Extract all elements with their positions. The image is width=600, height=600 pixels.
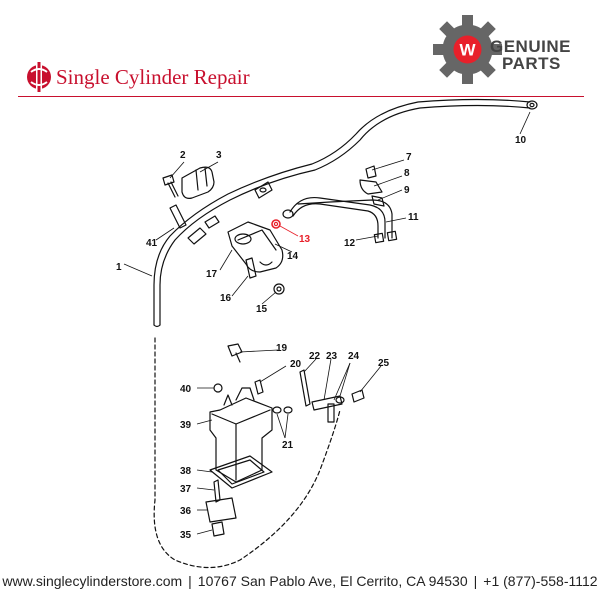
callout-1: 1 bbox=[116, 262, 122, 273]
screw-part-25 bbox=[351, 389, 365, 403]
brand: Single Cylinder Repair bbox=[26, 57, 250, 97]
rod-part-24 bbox=[327, 403, 335, 423]
spacer-part-35 bbox=[211, 521, 225, 537]
footer: www.singlecylinderstore.com | 10767 San Pa… bbox=[0, 573, 600, 589]
pump-reference-outline bbox=[153, 337, 341, 569]
fitting-part-19 bbox=[227, 343, 243, 357]
tube-part-23 bbox=[311, 395, 343, 411]
rod-part-22 bbox=[299, 369, 311, 407]
callout-15: 15 bbox=[256, 304, 268, 315]
fuel-line bbox=[159, 104, 531, 326]
callout-38: 38 bbox=[180, 466, 192, 477]
callout-21: 21 bbox=[282, 440, 294, 451]
callout-20: 20 bbox=[290, 359, 302, 370]
callout-16: 16 bbox=[220, 293, 232, 304]
footer-separator: | bbox=[188, 573, 192, 589]
callout-12: 12 bbox=[344, 238, 356, 249]
gasket-part-38 bbox=[209, 455, 273, 489]
gear-icon: W bbox=[433, 15, 502, 84]
highlighted-part-13 bbox=[271, 219, 281, 229]
callout-17: 17 bbox=[206, 269, 218, 280]
callout-7: 7 bbox=[406, 152, 412, 163]
pump-body-39 bbox=[209, 397, 273, 483]
part-16 bbox=[245, 257, 257, 279]
bracket-part-36 bbox=[205, 497, 237, 523]
washer-part-15 bbox=[273, 283, 285, 295]
callout-8: 8 bbox=[404, 168, 410, 179]
callout-11: 11 bbox=[408, 212, 419, 223]
callout-13: 13 bbox=[299, 234, 311, 245]
footer-website-link[interactable]: www.singlecylinderstore.com bbox=[2, 573, 183, 589]
brand-logo-icon bbox=[27, 62, 51, 92]
callout-19: 19 bbox=[276, 343, 288, 354]
badge-letter: W bbox=[459, 41, 476, 60]
callout-41: 41 bbox=[146, 238, 158, 249]
footer-phone[interactable]: +1 (877)-558-1112 bbox=[483, 573, 598, 589]
callout-23: 23 bbox=[326, 351, 338, 362]
footer-address: 10767 San Pablo Ave, El Cerrito, CA 9453… bbox=[197, 573, 468, 589]
badge-line-1: GENUINE bbox=[490, 37, 571, 56]
screw-part-20 bbox=[254, 379, 264, 395]
callout-40: 40 bbox=[180, 384, 192, 395]
stud-part-37 bbox=[213, 479, 221, 503]
callout-25: 25 bbox=[378, 358, 390, 369]
genuine-parts-badge: GENUINE PARTS bbox=[490, 38, 571, 72]
brand-name: Single Cylinder Repair bbox=[56, 64, 250, 89]
banjo-part-8 bbox=[359, 179, 383, 195]
line-end-fitting bbox=[526, 100, 538, 110]
bolt-part-7 bbox=[365, 165, 377, 179]
pressure-lines bbox=[289, 196, 386, 239]
washer-part-21a bbox=[272, 406, 282, 414]
line-clamp bbox=[187, 227, 207, 245]
nut-part-40 bbox=[213, 383, 223, 393]
clip-part-3 bbox=[181, 166, 215, 199]
callout-10: 10 bbox=[515, 135, 527, 146]
footer-separator: | bbox=[473, 573, 478, 589]
callout-22: 22 bbox=[309, 351, 321, 362]
callout-36: 36 bbox=[180, 506, 192, 517]
callout-14: 14 bbox=[287, 251, 299, 262]
callout-37: 37 bbox=[180, 484, 192, 495]
callout-24: 24 bbox=[348, 351, 360, 362]
callout-2: 2 bbox=[180, 150, 186, 161]
callout-9: 9 bbox=[404, 185, 410, 196]
bolt-part-2 bbox=[162, 174, 175, 186]
pin-part-41 bbox=[169, 204, 187, 229]
washer-part-9 bbox=[371, 195, 385, 207]
callout-39: 39 bbox=[180, 420, 192, 431]
callout-35: 35 bbox=[180, 530, 192, 541]
callout-3: 3 bbox=[216, 150, 222, 161]
badge-line-2: PARTS bbox=[502, 54, 561, 73]
header-divider bbox=[18, 96, 584, 97]
